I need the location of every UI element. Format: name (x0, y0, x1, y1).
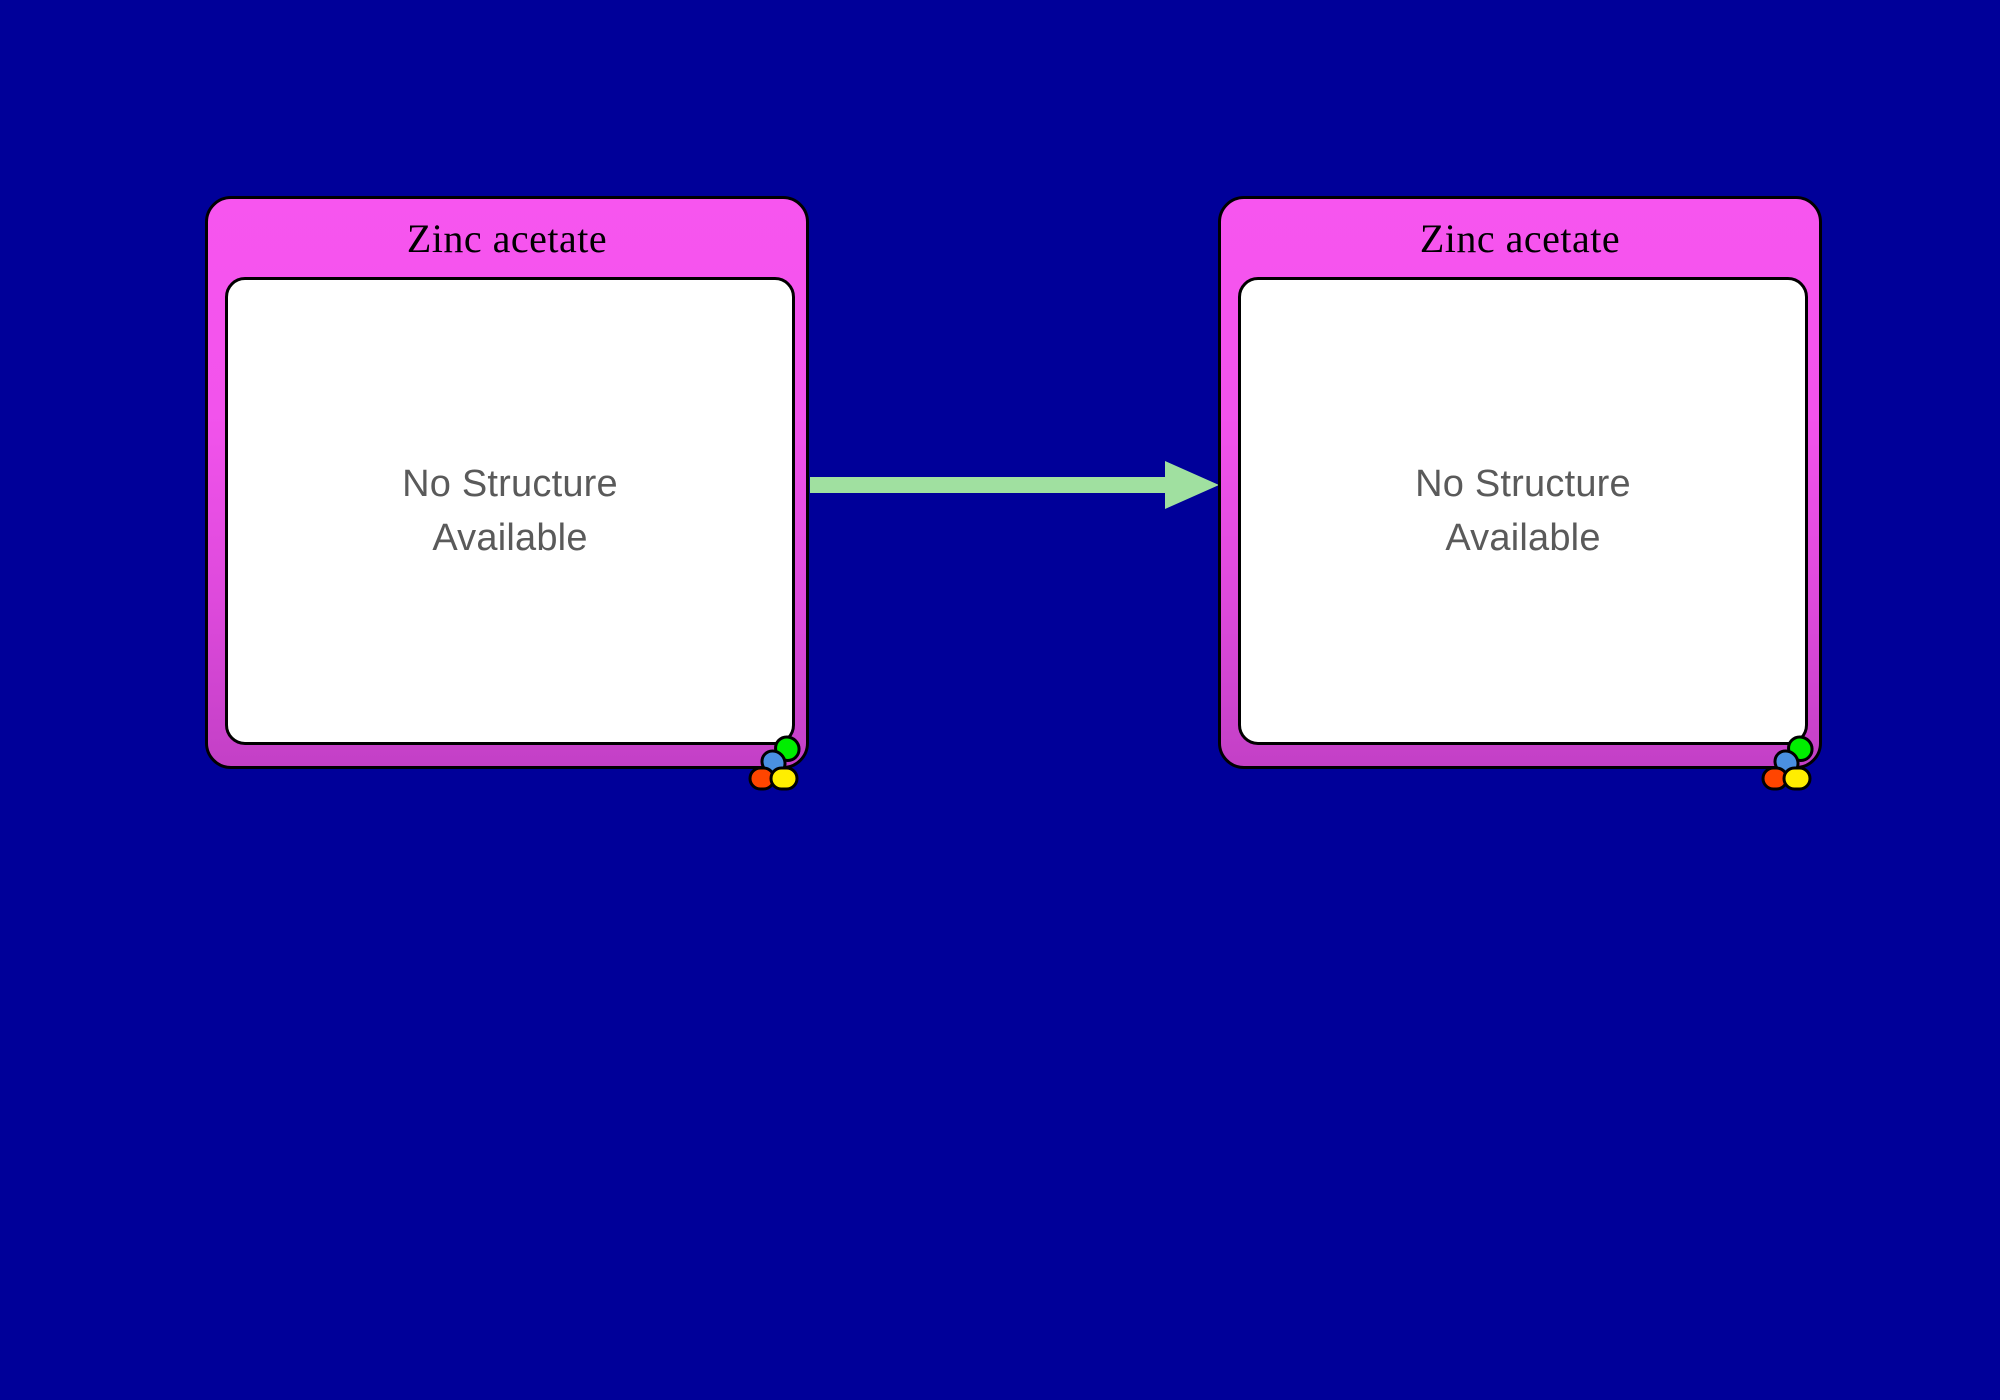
compound-title-left: Zinc acetate (406, 216, 608, 261)
pill-capsule-icon[interactable] (1755, 724, 1835, 794)
pill-capsule-icon[interactable] (742, 724, 822, 794)
structure-panel-left[interactable]: No Structure Available (225, 277, 795, 745)
no-structure-label-right: No Structure Available (1415, 463, 1631, 559)
compound-card-left[interactable]: Zinc acetate No Structure Available (205, 196, 809, 791)
compound-card-right[interactable]: Zinc acetate No Structure Available (1218, 196, 1822, 791)
compound-title-right: Zinc acetate (1419, 216, 1621, 261)
arrow-right-icon (810, 461, 1219, 509)
no-structure-label-left: No Structure Available (402, 463, 618, 559)
structure-panel-right[interactable]: No Structure Available (1238, 277, 1808, 745)
